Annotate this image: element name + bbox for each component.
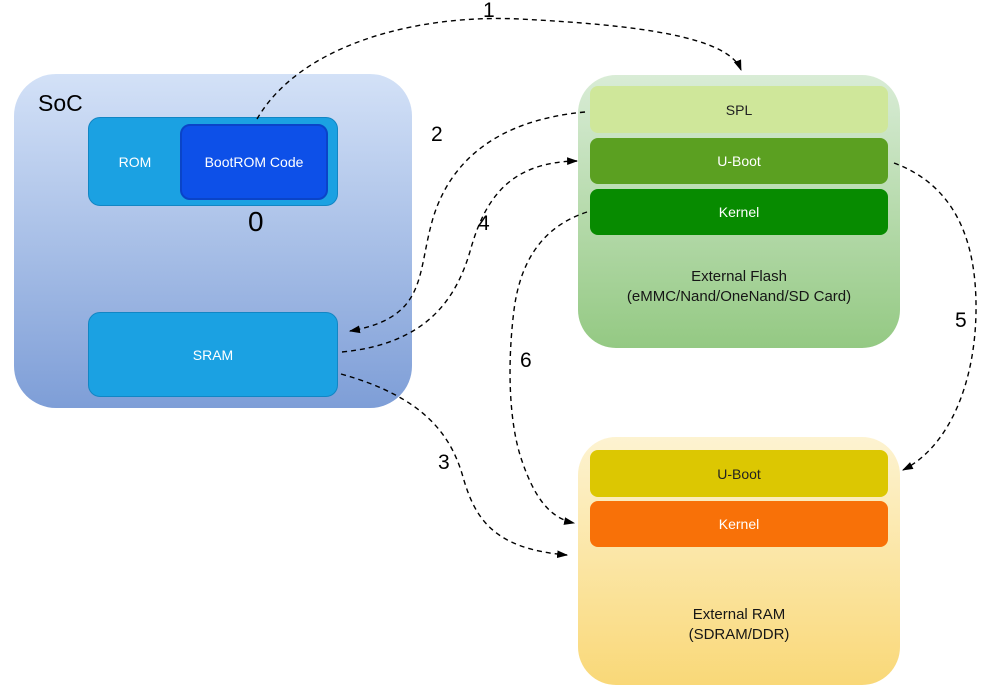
step-label-0: 0	[248, 206, 264, 237]
step-label-5: 5	[955, 309, 967, 332]
external-ram-caption-line2: (SDRAM/DDR)	[688, 626, 790, 643]
ram-uboot-bar: U-Boot	[590, 450, 888, 497]
step-label-4: 4	[478, 212, 490, 235]
flash-uboot-bar: U-Boot	[590, 138, 888, 184]
soc-title: SoC	[38, 90, 83, 116]
bootrom-code-block: BootROM Code	[180, 124, 328, 200]
flash-spl-label: SPL	[725, 101, 753, 118]
sram-block: SRAM	[88, 312, 338, 397]
external-ram-block: U-Boot Kernel External RAM (SDRAM/DDR)	[578, 437, 900, 685]
flash-uboot-label: U-Boot	[717, 153, 761, 169]
step-label-6: 6	[520, 349, 532, 372]
ram-uboot-label: U-Boot	[717, 465, 761, 482]
external-flash-caption: External Flash (eMMC/Nand/OneNand/SD Car…	[578, 267, 900, 307]
sram-label: SRAM	[192, 346, 234, 363]
rom-label: ROM	[118, 153, 152, 170]
flash-kernel-bar: Kernel	[590, 189, 888, 235]
step-label-3: 3	[438, 451, 450, 474]
external-flash-caption-line1: External Flash	[691, 268, 787, 285]
external-flash-caption-line2: (eMMC/Nand/OneNand/SD Card)	[626, 288, 852, 305]
ram-kernel-label: Kernel	[718, 516, 760, 532]
flash-spl-bar: SPL	[590, 86, 888, 133]
step-label-2: 2	[431, 123, 443, 146]
external-ram-caption-line1: External RAM	[692, 606, 786, 623]
step-label-1: 1	[483, 0, 495, 22]
rom-block: ROM BootROM Code	[88, 117, 338, 206]
soc-block: SoC ROM BootROM Code SRAM	[14, 74, 412, 408]
flash-kernel-label: Kernel	[718, 204, 760, 220]
bootrom-code-label: BootROM Code	[204, 154, 304, 170]
ram-kernel-bar: Kernel	[590, 501, 888, 547]
external-ram-caption: External RAM (SDRAM/DDR)	[578, 605, 900, 645]
external-flash-block: SPL U-Boot Kernel External Flash (eMMC/N…	[578, 75, 900, 348]
